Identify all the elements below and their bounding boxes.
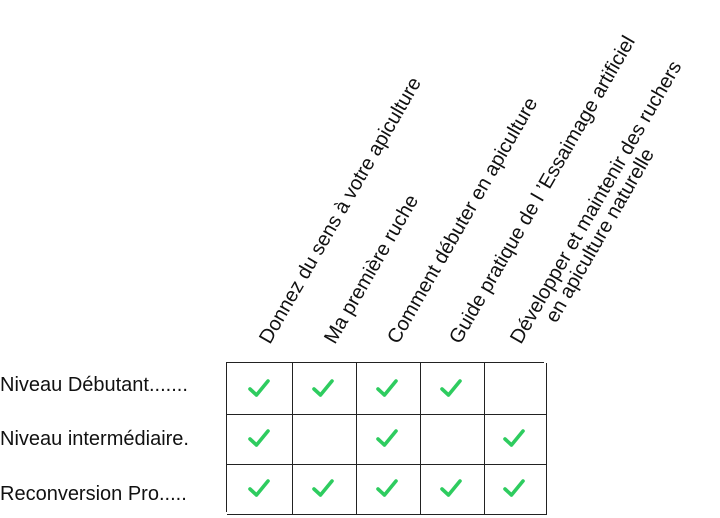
cell-r3-c4 (419, 463, 485, 515)
cell-r3-c5 (483, 463, 547, 515)
cell-r1-c2 (291, 363, 357, 415)
cell-r1-c5 (483, 363, 547, 415)
check-icon (375, 478, 399, 498)
cell-r1-c1 (227, 363, 293, 415)
check-icon (439, 378, 463, 398)
cell-r1-c3 (355, 363, 421, 415)
cell-r1-c4 (419, 363, 485, 415)
check-icon (247, 378, 271, 398)
cell-r2-c2 (291, 413, 357, 465)
cell-r2-c5 (483, 413, 547, 465)
check-icon (311, 378, 335, 398)
check-icon (375, 378, 399, 398)
row-label-2: Niveau intermédiaire. (0, 428, 189, 450)
check-icon (247, 428, 271, 448)
check-icon (502, 428, 526, 448)
cell-r3-c1 (227, 463, 293, 515)
cell-r3-c3 (355, 463, 421, 515)
check-icon (502, 478, 526, 498)
column-header-5-line-2: en apiculture naturelle (541, 144, 659, 327)
check-icon (375, 428, 399, 448)
cell-r2-c3 (355, 413, 421, 465)
cell-r2-c4 (419, 413, 485, 465)
cell-r3-c2 (291, 463, 357, 515)
row-label-1: Niveau Débutant....... (0, 374, 188, 396)
row-label-3: Reconversion Pro..... (0, 483, 187, 505)
check-icon (439, 478, 463, 498)
check-grid (226, 362, 547, 515)
check-icon (247, 478, 271, 498)
check-icon (311, 478, 335, 498)
cell-r2-c1 (227, 413, 293, 465)
